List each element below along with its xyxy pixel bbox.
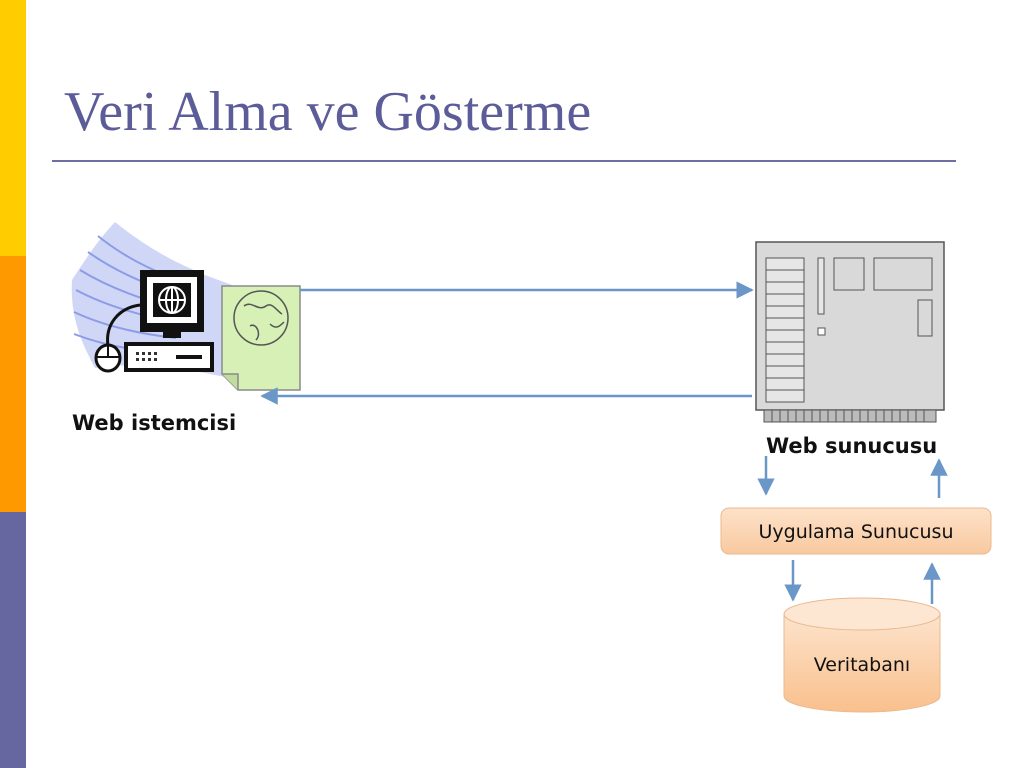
title-underline <box>52 160 956 162</box>
app-server-box <box>720 507 992 555</box>
side-bar-yellow <box>0 0 26 256</box>
side-bar-orange <box>0 256 26 512</box>
client-label: Web istemcisi <box>72 411 236 435</box>
database-label: Veritabanı <box>814 654 910 676</box>
web-document-icon <box>221 285 301 391</box>
side-bar-purple <box>0 512 26 768</box>
globe-icon <box>158 286 186 314</box>
server-label: Web sunucusu <box>766 434 937 458</box>
app-server-label: Uygulama Sunucusu <box>759 521 954 543</box>
computer-icon <box>94 270 214 373</box>
database-icon <box>783 597 941 713</box>
server-icon <box>755 241 945 423</box>
slide-title: Veri Alma ve Gösterme <box>64 81 592 143</box>
